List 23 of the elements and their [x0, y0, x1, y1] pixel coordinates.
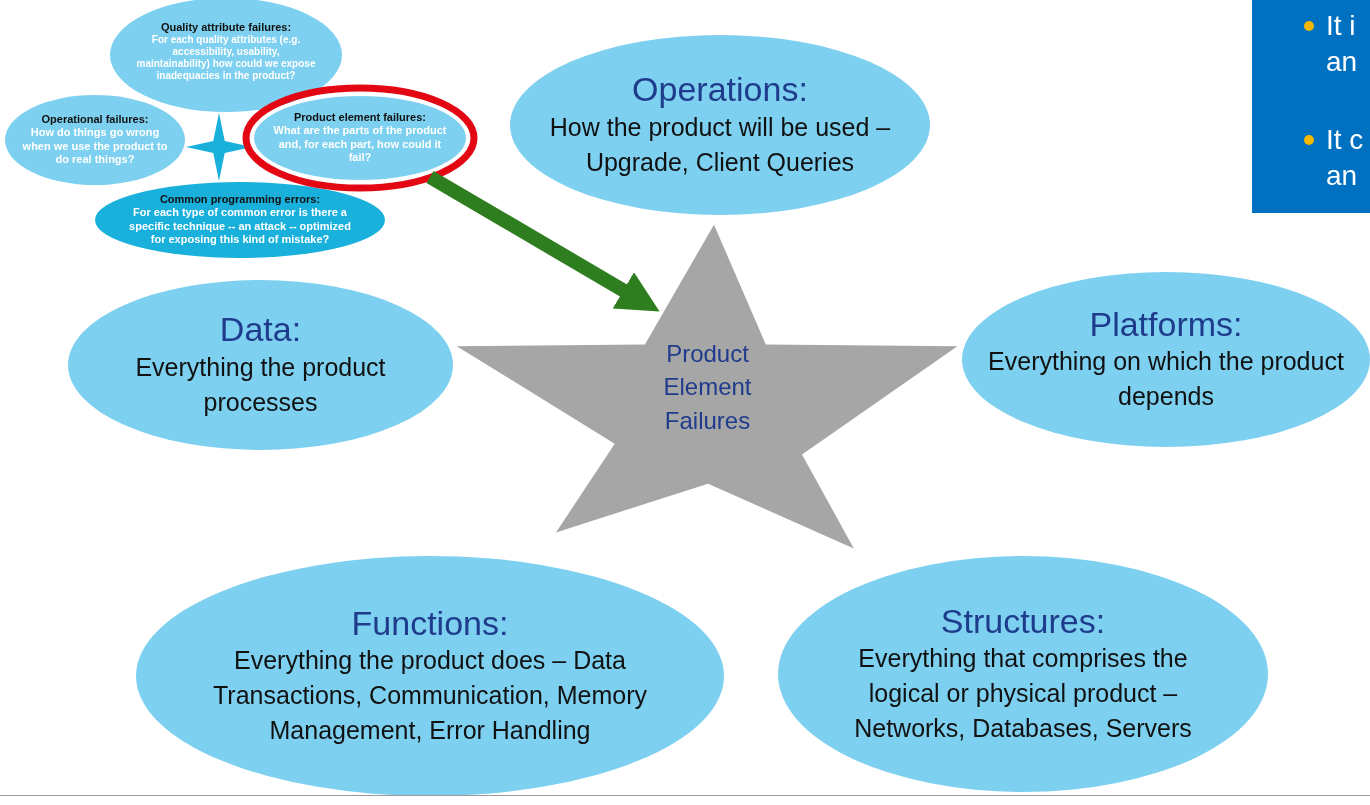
node-text: Everything that comprises the logical or physical product – Networks, Databases, Servers: [853, 643, 1193, 745]
node-text: Everything the product does – Data Transactions, Communication, Memory Management, Error Handling: [212, 645, 648, 747]
node-text: Everything on which the product depends: [987, 346, 1345, 413]
node-text: For each type of common error is there a specific technique -- an attack -- optimized for exposing this kind of mistake?: [128, 205, 352, 248]
node-heading: Data:: [219, 310, 302, 350]
node-text: How do things go wrong when we use the product to do real things?: [21, 125, 169, 168]
panel-text: It i an: [1326, 9, 1359, 80]
node-heading: Structures:: [940, 601, 1106, 642]
node-heading: Platforms:: [1089, 304, 1243, 345]
node-text: How the product will be used – Upgrade, Client Queries: [548, 111, 892, 178]
node-text: For each quality attributes (e.g. accessibility, usability, maintainability) how could we expose inadequacies in the product?: [136, 33, 316, 82]
arrow: [426, 170, 660, 312]
node-heading: Operations:: [632, 70, 808, 110]
node-heading: Common programming errors:: [159, 192, 321, 205]
node-text: Product Element Failures: [662, 338, 753, 436]
node-heading: Operational failures:: [41, 112, 149, 125]
panel-text: It c an: [1326, 123, 1365, 194]
node-heading: Functions:: [351, 603, 509, 644]
ellipse-node: [254, 96, 466, 180]
node-heading: Product element failures:: [293, 110, 426, 123]
node-heading: Quality attribute failures:: [160, 20, 292, 33]
node-text: Everything the product processes: [134, 351, 387, 418]
node-text: What are the parts of the product and, for each part, how could it fail?: [272, 123, 448, 166]
